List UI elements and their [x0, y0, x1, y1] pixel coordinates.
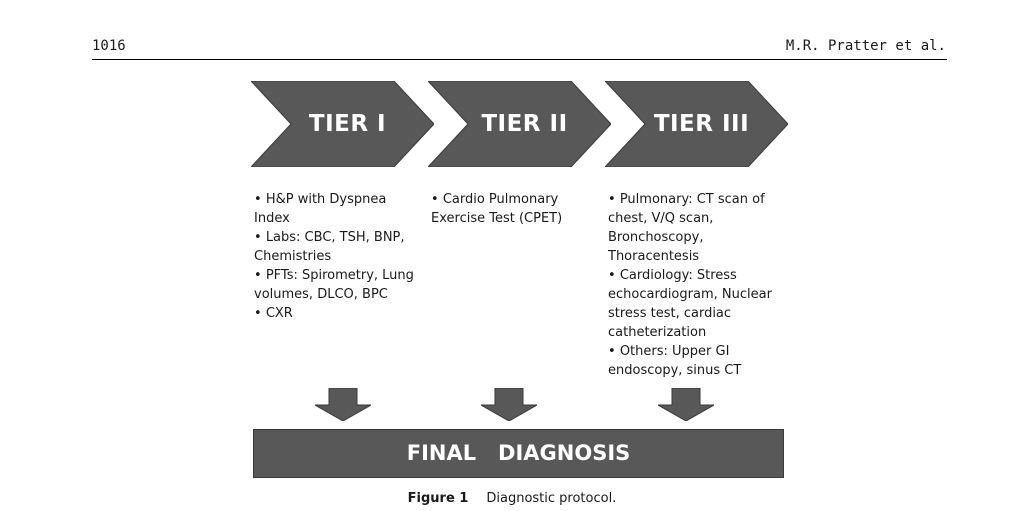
tier-3-list: Pulmonary: CT scan of chest, V/Q scan, B… — [608, 190, 788, 380]
running-head: M.R. Pratter et al. — [785, 38, 946, 54]
tier-1-chevron: TIER I — [251, 81, 434, 167]
tier-2-item: Cardio Pulmonary Exercise Test (CPET) — [431, 190, 581, 228]
header-rule — [92, 59, 947, 60]
tier-3-item: Others: Upper GI endoscopy, sinus CT — [608, 342, 788, 380]
tier-3-chevron-shape — [605, 81, 788, 167]
tier-2-title: TIER II — [481, 111, 568, 137]
tier-1-down-arrow — [315, 388, 371, 421]
tier-3-item: Pulmonary: CT scan of chest, V/Q scan, B… — [608, 190, 788, 266]
tier-2-chevron-shape — [428, 81, 611, 167]
tier-3-title: TIER III — [653, 111, 750, 137]
tier-2-list: Cardio Pulmonary Exercise Test (CPET) — [431, 190, 581, 228]
tier-1-chevron-shape — [251, 81, 434, 167]
page-number: 1016 — [92, 38, 126, 54]
tier-3-down-arrow — [658, 388, 714, 421]
final-diagnosis-box: FINAL DIAGNOSIS — [253, 429, 784, 478]
tier-1-item: Labs: CBC, TSH, BNP, Chemistries — [254, 228, 426, 266]
tier-2-chevron: TIER II — [428, 81, 611, 167]
tier-1-item: PFTs: Spirometry, Lung volumes, DLCO, BP… — [254, 266, 426, 304]
tier-1-item: H&P with Dyspnea Index — [254, 190, 426, 228]
figure-number: Figure 1 — [407, 491, 469, 506]
figure-caption-text: Diagnostic protocol. — [486, 491, 617, 506]
tier-2-down-arrow — [481, 388, 537, 421]
figure-caption: Figure 1 Diagnostic protocol. — [0, 491, 1024, 506]
tier-3-chevron: TIER III — [605, 81, 788, 167]
tier-1-list: H&P with Dyspnea Index Labs: CBC, TSH, B… — [254, 190, 426, 323]
tier-3-item: Cardiology: Stress echocardiogram, Nucle… — [608, 266, 788, 342]
tier-1-item: CXR — [254, 304, 426, 323]
tier-1-title: TIER I — [308, 111, 387, 137]
